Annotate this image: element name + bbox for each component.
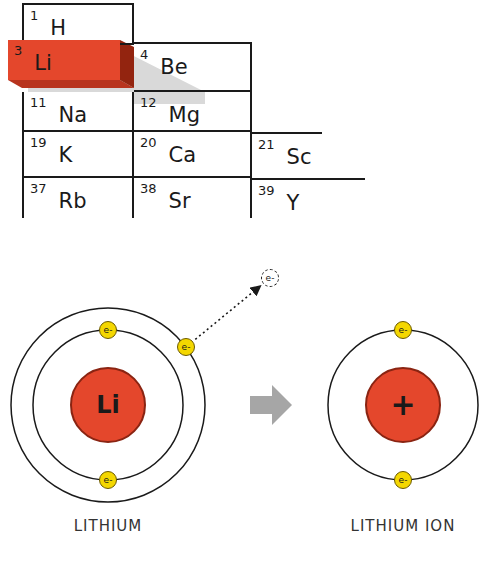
element-cell: 20Ca <box>134 132 252 178</box>
element-cell: 4Be <box>134 42 252 92</box>
atomic-number: 3 <box>14 43 22 58</box>
electron-path <box>195 286 260 340</box>
electron-label: e- <box>104 476 113 485</box>
element-symbol: Ca <box>169 143 197 167</box>
element-cell: 39Y <box>252 178 365 218</box>
element-cell: 11Na <box>22 92 134 132</box>
element-symbol: Rb <box>59 189 87 213</box>
element-cell: 1H <box>22 3 134 45</box>
electron-circle: e- <box>177 338 195 356</box>
element-cell: 38Sr <box>134 178 252 218</box>
nucleus-circle: Li <box>70 367 146 443</box>
transition-arrow <box>250 385 292 425</box>
atomic-number: 4 <box>140 47 148 62</box>
electron-circle: e- <box>99 321 117 339</box>
element-symbol: H <box>50 16 66 40</box>
atomic-number: 19 <box>30 135 47 150</box>
element-symbol: Mg <box>169 103 200 127</box>
atom-caption: LITHIUM <box>0 517 218 535</box>
element-symbol: Na <box>59 103 88 127</box>
element-symbol: Y <box>287 191 300 215</box>
element-symbol: Sr <box>169 189 191 213</box>
atomic-number: 1 <box>30 8 38 23</box>
electron-label: e- <box>182 343 191 352</box>
element-cell: 3Li <box>8 40 120 80</box>
electron-circle: e- <box>394 321 412 339</box>
ion-shell <box>328 330 478 480</box>
atomic-number: 37 <box>30 181 47 196</box>
electron-circle: e- <box>99 471 117 489</box>
atomic-number: 39 <box>258 183 275 198</box>
atom-caption: LITHIUM ION <box>293 517 495 535</box>
element-cell: 19K <box>22 132 134 178</box>
electron-label: e- <box>104 326 113 335</box>
nucleus-circle: + <box>365 367 441 443</box>
atomic-number: 12 <box>140 95 157 110</box>
block-side-face <box>120 40 134 88</box>
electron-label: e- <box>266 274 275 283</box>
electron-circle: e- <box>394 471 412 489</box>
element-cell: 37Rb <box>22 178 134 218</box>
inner-shell <box>33 330 183 480</box>
outer-shell <box>11 308 205 502</box>
atomic-number: 38 <box>140 181 157 196</box>
free-electron: e- <box>261 269 279 287</box>
element-symbol: K <box>59 143 73 167</box>
atomic-number: 21 <box>258 137 275 152</box>
electron-label: e- <box>399 476 408 485</box>
block-bottom-face <box>8 80 134 88</box>
element-symbol: Be <box>160 55 187 79</box>
element-cell: 12Mg <box>134 92 252 132</box>
atomic-number: 11 <box>30 95 47 110</box>
electron-label: e- <box>399 326 408 335</box>
atomic-number: 20 <box>140 135 157 150</box>
nucleus-label: Li <box>96 393 120 417</box>
element-symbol: Li <box>34 51 52 75</box>
element-cell: 21Sc <box>252 132 322 178</box>
nucleus-label: + <box>390 390 415 420</box>
element-symbol: Sc <box>287 145 312 169</box>
